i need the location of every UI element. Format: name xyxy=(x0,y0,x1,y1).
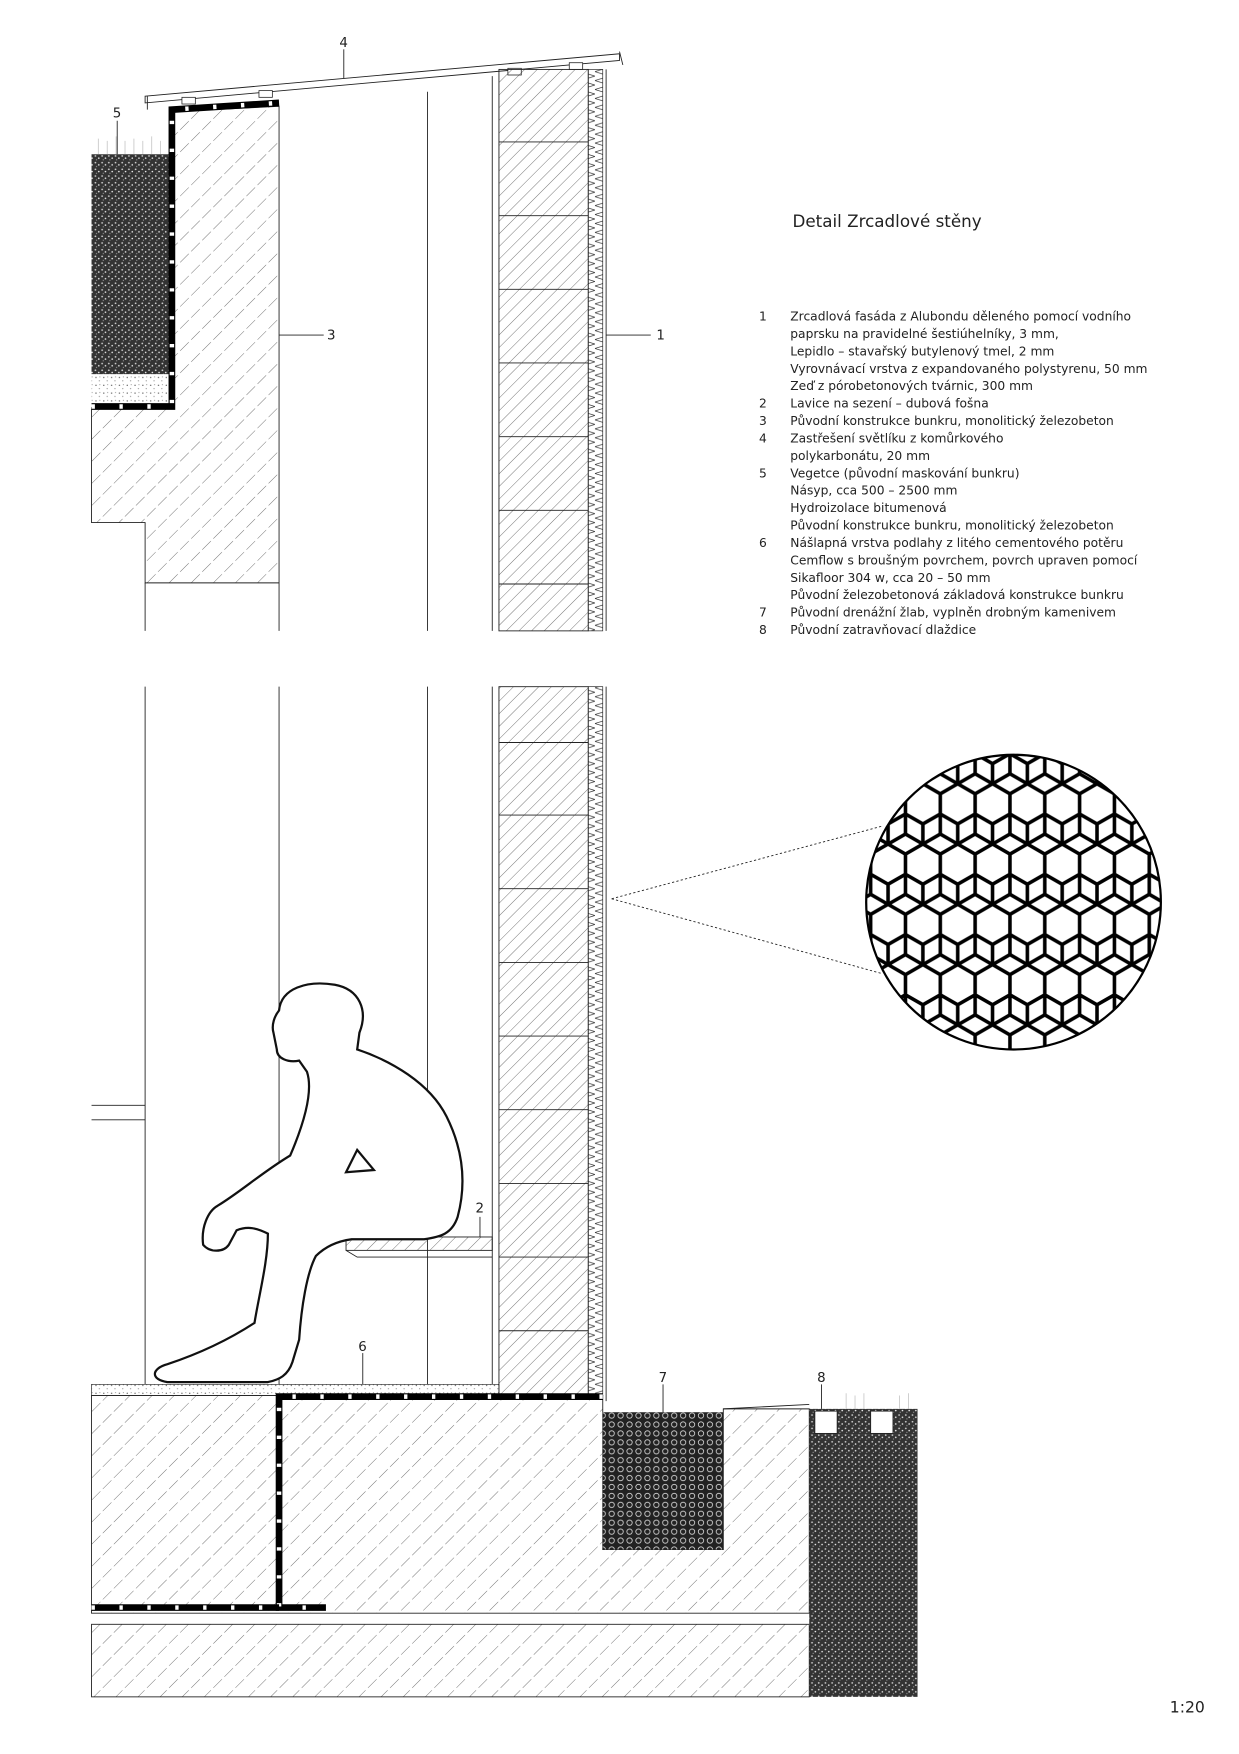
roof-skylight xyxy=(144,51,624,110)
waterproofing-membrane-top xyxy=(91,99,280,410)
legend-number: 8 xyxy=(759,623,767,637)
legend-number: 3 xyxy=(759,414,767,428)
callout-2: 2 xyxy=(476,1201,485,1216)
legend-line: Zrcadlová fasáda z Alubondu děleného pom… xyxy=(790,310,1131,324)
bunker-concrete-top xyxy=(91,76,493,631)
drawing-title: Detail Zrcadlové stěny xyxy=(793,211,982,231)
legend-line: Původní železobetonová základová konstru… xyxy=(790,588,1124,602)
legend-line: Hydroizolace bitumenová xyxy=(790,501,946,515)
legend-line: polykarbonátu, 20 mm xyxy=(790,449,930,463)
legend-number: 6 xyxy=(759,536,767,550)
mirror-wall-bottom xyxy=(498,686,607,1402)
legend-line: Násyp, cca 500 – 2500 mm xyxy=(790,484,957,498)
foundation-concrete xyxy=(91,1383,810,1698)
scale-label: 1:20 xyxy=(1170,1698,1205,1716)
mirror-wall-top xyxy=(498,68,607,632)
legend: 1 Zrcadlová fasáda z Alubondu děleného po… xyxy=(759,310,1147,637)
callout-3: 3 xyxy=(327,329,336,344)
legend-line: Vyrovnávací vrstva z expandovaného polys… xyxy=(790,362,1147,376)
legend-line: Lavice na sezení – dubová fošna xyxy=(790,397,988,411)
legend-line: Původní konstrukce bunkru, monolitický ž… xyxy=(790,414,1114,428)
legend-number: 5 xyxy=(759,466,767,480)
waterproofing-membrane-bottom xyxy=(91,1393,603,1611)
legend-line: Zastřešení světlíku z komůrkového xyxy=(790,431,1003,445)
callout-8: 8 xyxy=(817,1371,826,1386)
legend-line: paprsku na pravidelné šestiúhelníky, 3 m… xyxy=(790,327,1059,341)
callout-7: 7 xyxy=(659,1371,668,1386)
legend-line: Původní drenážní žlab, vyplněn drobným k… xyxy=(790,606,1116,620)
legend-line: Zeď z pórobetonových tvárnic, 300 mm xyxy=(790,379,1033,393)
callout-1: 1 xyxy=(656,329,665,344)
hexagon-facade-magnifier xyxy=(611,753,1162,1051)
drainage-channel xyxy=(602,1412,724,1550)
legend-number: 4 xyxy=(759,431,767,445)
elbow-gap-shape xyxy=(344,1147,377,1174)
legend-line: Původní zatravňovací dlaždice xyxy=(790,623,976,637)
callout-6: 6 xyxy=(358,1340,367,1355)
legend-line: Sikafloor 304 w, cca 20 – 50 mm xyxy=(790,571,990,585)
seated-person-silhouette xyxy=(153,982,464,1384)
legend-line: Vegetce (původní maskování bunkru) xyxy=(790,466,1019,480)
callout-4: 4 xyxy=(339,36,348,51)
legend-line: Nášlapná vrstva podlahy z litého cemento… xyxy=(790,536,1123,550)
legend-number: 2 xyxy=(759,397,767,411)
legend-number: 1 xyxy=(759,310,767,324)
grass-paver-block xyxy=(809,1393,918,1697)
legend-number: 7 xyxy=(759,606,767,620)
legend-line: Lepidlo – stavařský butylenový tmel, 2 m… xyxy=(790,344,1054,358)
callout-5: 5 xyxy=(113,106,122,121)
vegetation-soil xyxy=(91,136,170,405)
legend-line: Původní konstrukce bunkru, monolitický ž… xyxy=(790,519,1114,533)
legend-line: Cemflow s broušným povrchem, povrch upra… xyxy=(790,553,1138,567)
